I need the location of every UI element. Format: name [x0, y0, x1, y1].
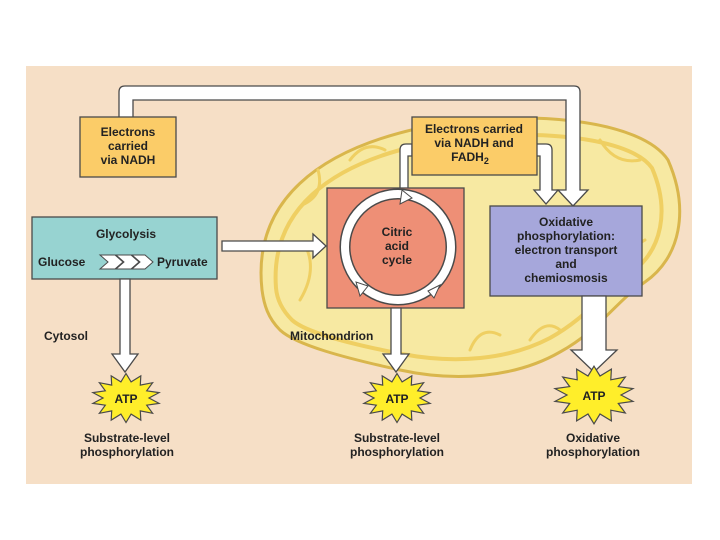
nadh-left-line: via NADH: [101, 153, 156, 167]
crista-fold: [348, 145, 387, 162]
glycolysis-chevrons: [98, 254, 154, 270]
glycolysis-atp-arrow: [110, 278, 140, 374]
atp-burst-star: [362, 372, 432, 424]
nadh-loop-arrow: [118, 85, 590, 207]
crista-fold: [300, 168, 322, 207]
fadh2-subscript: 2: [484, 156, 489, 166]
atp-burst: ATP: [91, 372, 161, 424]
nadh-fadh2-line: via NADH and: [434, 136, 513, 150]
glucose-label: Glucose: [38, 255, 86, 269]
atp-burst-star: [91, 372, 161, 424]
nadh-fadh2-box: [411, 116, 538, 176]
nadh-left-line: carried: [108, 139, 148, 153]
mitochondrion-label: Mitochondrion: [290, 329, 373, 343]
atp-label: ATP: [582, 389, 605, 403]
cycle-arrowhead-icon: [427, 283, 442, 299]
cycle-arrowhead-icon: [399, 189, 413, 205]
cytosol-label: Cytosol: [44, 329, 88, 343]
nadh-fadh2-line: Electrons carried: [425, 122, 523, 136]
atp-burst-star: [553, 365, 635, 425]
glycolysis-title: Glycolysis: [96, 227, 156, 241]
citric-to-nadh-arrow: [399, 143, 413, 195]
atp-caption-line: phosphorylation: [80, 445, 174, 459]
pyruvate-to-citric-arrow: [221, 232, 327, 260]
citric-line: acid: [385, 239, 409, 253]
chevron-arrow-icon: [98, 254, 124, 270]
crista-fold: [598, 138, 642, 163]
oxidative-line: electron transport: [515, 243, 618, 257]
citric-cycle-ring: [339, 188, 457, 306]
pyruvate-label: Pyruvate: [157, 255, 208, 269]
oxidative-line: and: [555, 257, 576, 271]
crista-fold: [528, 324, 562, 342]
citric-line: cycle: [382, 253, 412, 267]
atp-label: ATP: [385, 392, 408, 406]
atp-caption-line: Oxidative: [566, 431, 620, 445]
fadh-to-oxidative-arrow: [532, 143, 560, 205]
oxidative-line: phosphorylation:: [517, 229, 615, 243]
atp-caption-line: phosphorylation: [350, 445, 444, 459]
citric-atp-arrow: [381, 307, 411, 374]
oxidative-atp-arrow: [569, 295, 619, 373]
atp-caption-line: phosphorylation: [546, 445, 640, 459]
cycle-arrowhead-icon: [355, 281, 369, 298]
citric-line: Citric: [382, 225, 413, 239]
cycle-ring-fill: [341, 190, 455, 304]
atp-label: ATP: [114, 392, 137, 406]
oxidative-line: chemiosmosis: [524, 271, 608, 285]
fadh2-label: FADH2: [451, 150, 489, 166]
atp-burst: ATP: [553, 365, 635, 425]
atp-burst: ATP: [362, 372, 432, 424]
fadh2-main: FADH: [451, 150, 484, 164]
crista-fold: [468, 330, 502, 352]
oxidative-box: [489, 205, 643, 297]
atp-caption-line: Substrate-level: [354, 431, 440, 445]
nadh-left-line: Electrons: [101, 125, 156, 139]
chevron-arrow-icon: [130, 254, 154, 270]
oxidative-line: Oxidative: [539, 215, 593, 229]
chevron-arrow-icon: [114, 254, 140, 270]
atp-caption-line: Substrate-level: [84, 431, 170, 445]
nadh-box-left: [79, 116, 177, 178]
